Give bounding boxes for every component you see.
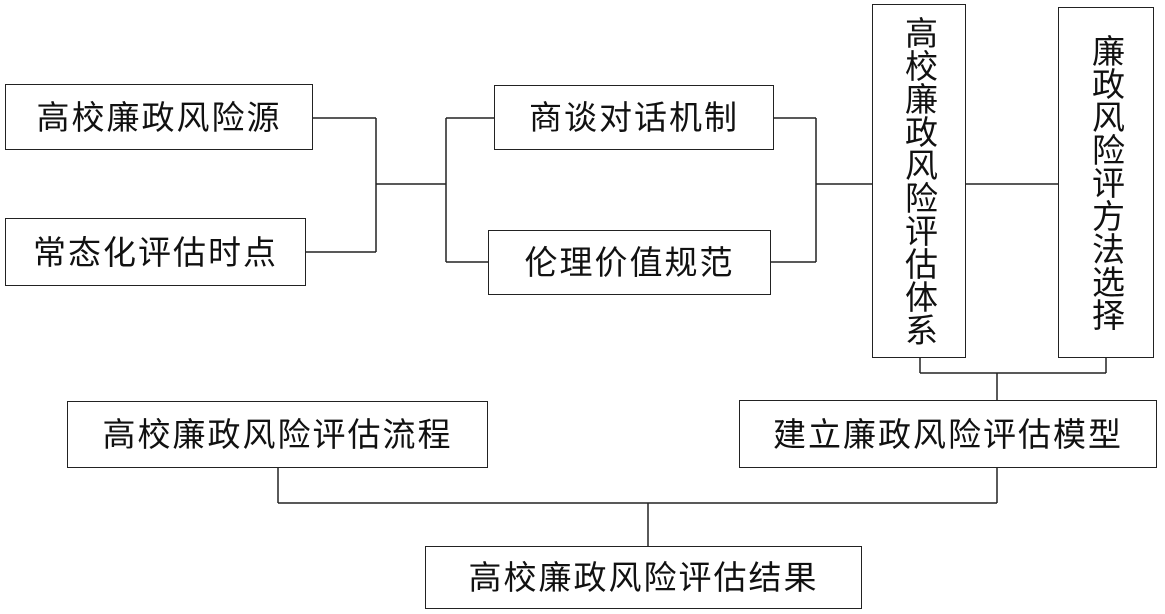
node-eval-system: 高校廉政风险评估体系	[872, 4, 966, 358]
node-method-selection: 廉政风险评方法选择	[1058, 7, 1154, 358]
node-label: 伦理价值规范	[524, 243, 735, 282]
node-label: 建立廉政风险评估模型	[773, 414, 1123, 454]
node-result: 高校廉政风险评估结果	[425, 546, 862, 609]
node-label: 高校廉政风险源	[36, 97, 282, 137]
node-label: 常态化评估时点	[33, 232, 278, 272]
node-negotiation: 商谈对话机制	[494, 85, 774, 150]
node-label: 廉政风险评方法选择	[1086, 34, 1126, 331]
node-label: 高校廉政风险评估体系	[899, 16, 939, 346]
node-eval-process: 高校廉政风险评估流程	[67, 401, 488, 468]
node-evaluation-time: 常态化评估时点	[5, 218, 306, 286]
node-label: 高校廉政风险评估流程	[102, 415, 453, 454]
node-build-model: 建立廉政风险评估模型	[739, 400, 1157, 468]
node-ethics: 伦理价值规范	[488, 230, 771, 295]
node-risk-source: 高校廉政风险源	[5, 84, 313, 150]
node-label: 商谈对话机制	[529, 98, 739, 137]
node-label: 高校廉政风险评估结果	[468, 558, 819, 597]
